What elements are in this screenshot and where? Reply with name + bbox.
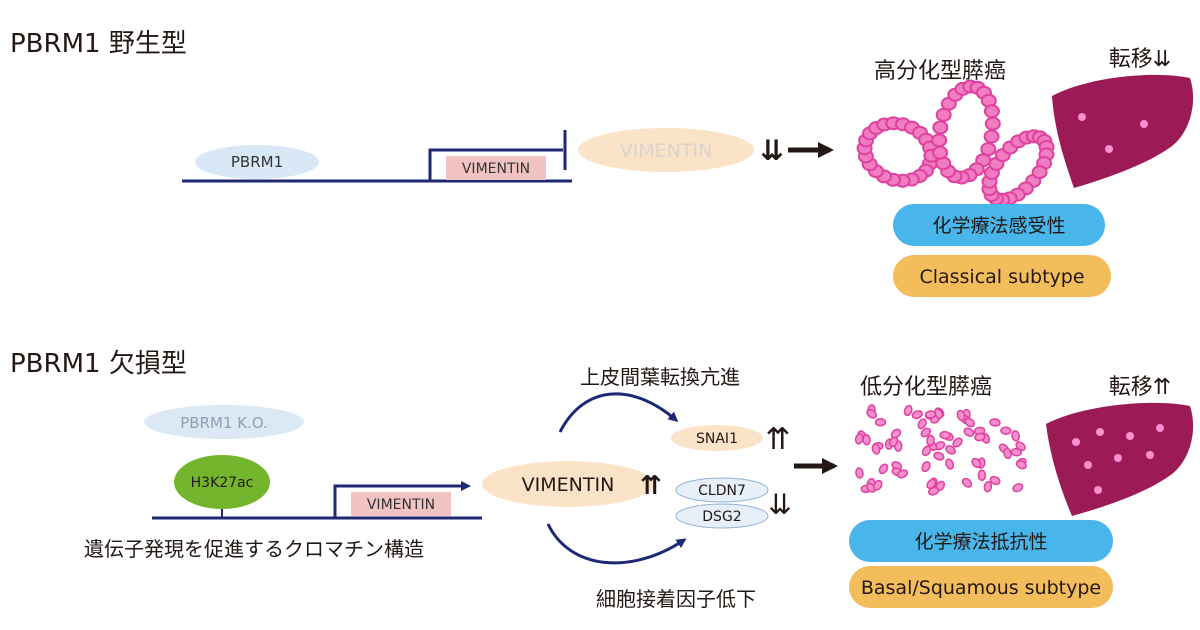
tumor-cell	[871, 443, 881, 455]
tumor-cell	[952, 437, 963, 448]
tumor-cell	[920, 427, 932, 438]
wild-chemo-label: 化学療法感受性	[932, 215, 1065, 237]
wild-vimentin-oval	[578, 128, 754, 172]
tumor-cell	[945, 458, 955, 470]
ko-pbrm1-label: PBRM1 K.O.	[180, 414, 268, 432]
tumor-cell	[989, 475, 1001, 486]
tumor-cell	[878, 463, 889, 475]
tumor-cell	[956, 409, 966, 422]
tumor-cell	[1000, 426, 1012, 435]
tumor-cell	[862, 433, 871, 446]
tumor-cell	[983, 104, 1000, 119]
tumor-cell	[921, 461, 931, 473]
tumor-cell	[977, 469, 987, 482]
tumor-cell	[963, 427, 975, 437]
ko-dsg2-label: DSG2	[702, 509, 741, 525]
tumor-cell	[971, 457, 982, 469]
ko-emt-curve-arrow	[558, 392, 679, 433]
ko-snai1-up-arrows: ⇈	[765, 422, 790, 457]
ko-vimentin-label: VIMENTIN	[522, 474, 615, 496]
ko-snai1-oval	[671, 425, 763, 451]
ko-dsg2-oval	[675, 503, 769, 529]
wild-promoter-bar	[428, 148, 563, 181]
tumor-cell	[903, 404, 913, 417]
tumor-cell	[932, 120, 949, 135]
tumor-cell	[964, 417, 975, 428]
wild-pbrm1-label: PBRM1	[231, 153, 283, 171]
tumor-cell	[855, 467, 864, 479]
tumor-cell	[935, 107, 952, 122]
tumor-cell	[980, 142, 997, 157]
tumor-cell	[931, 133, 948, 148]
ko-cldn7-label: CLDN7	[698, 483, 746, 499]
wild-vimentin-label: VIMENTIN	[620, 140, 713, 162]
wild-gene-box	[446, 156, 546, 180]
ko-tumor-label: 低分化型膵癌	[860, 375, 992, 400]
tumor-cell	[933, 451, 945, 461]
ko-vimentin-up-arrows: ⇈	[640, 471, 662, 501]
ko-gene-box	[351, 492, 451, 516]
tumor-cell	[983, 480, 993, 493]
tumor-cell	[917, 418, 927, 430]
tumor-cell	[926, 434, 935, 447]
ko-h3k27ac-label: H3K27ac	[191, 475, 254, 491]
ko-cldn7-oval	[675, 477, 769, 503]
ko-title: PBRM1 欠損型	[10, 349, 187, 379]
tumor-cell	[874, 417, 887, 427]
tumor-cell	[961, 477, 973, 488]
ko-metastasis-label: 転移⇈	[1109, 375, 1171, 400]
wild-tumor-glands	[856, 79, 1055, 207]
tumor-cell	[1010, 447, 1023, 457]
wild-pbrm1-oval	[195, 145, 319, 179]
wild-chemo-pill	[893, 204, 1105, 246]
ko-snai1-label: SNAI1	[696, 431, 738, 447]
tumor-cell	[890, 428, 902, 439]
ko-liver	[1046, 402, 1194, 516]
tumor-cell	[1012, 483, 1024, 493]
tumor-cell	[921, 445, 932, 457]
ko-adhesion-curve-arrow	[546, 523, 687, 565]
tumor-cell	[1015, 460, 1027, 470]
tumor-cell	[983, 129, 1000, 144]
tumor-cell	[1003, 447, 1012, 460]
ko-vimentin-oval	[482, 461, 654, 507]
tumor-cell	[984, 116, 1001, 131]
tumor-cell	[911, 410, 923, 420]
wild-liver	[1052, 74, 1194, 188]
wild-subtype-pill	[893, 255, 1111, 297]
ko-adhesion-down-arrows: ⇊	[768, 488, 791, 521]
tumor-cell	[989, 418, 1001, 427]
wild-vimentin-down-arrows: ⇊	[760, 134, 783, 167]
wild-subtype-label: Classical subtype	[919, 266, 1084, 288]
ko-pbrm1-oval	[144, 405, 304, 439]
ko-subtype-pill	[849, 566, 1113, 608]
tumor-cell	[926, 478, 937, 490]
ko-chromatin-label: 遺伝子発現を促進するクロマチン構造	[84, 537, 424, 561]
tumor-cell	[873, 479, 883, 491]
tumor-cell	[932, 145, 949, 160]
tumor-cell	[897, 469, 909, 479]
ko-promoter-arrow	[333, 481, 471, 518]
ko-adhesion-label: 細胞接着因子低下	[596, 587, 756, 611]
ko-gene-label: VIMENTIN	[367, 497, 435, 513]
tumor-cell	[945, 445, 956, 455]
ko-h3k27ac-oval	[174, 455, 270, 509]
tumor-cell	[939, 430, 951, 440]
wild-metastasis-label: 転移⇊	[1109, 47, 1171, 72]
ko-emt-label: 上皮間葉転換亢進	[580, 365, 740, 389]
wild-gene-label: VIMENTIN	[462, 161, 530, 177]
tumor-cell	[924, 410, 937, 419]
ko-chemo-label: 化学療法抵抗性	[914, 531, 1047, 553]
wild-tumor-label: 高分化型膵癌	[874, 59, 1006, 84]
tumor-cell	[1011, 430, 1020, 442]
wild-title: PBRM1 野生型	[10, 29, 187, 59]
tumor-cell	[974, 432, 986, 442]
tumor-cell	[1031, 165, 1048, 180]
tumor-cell	[866, 409, 878, 419]
ko-chemo-pill	[849, 520, 1113, 562]
ko-tumor-cells	[854, 404, 1027, 496]
ko-subtype-label: Basal/Squamous subtype	[861, 577, 1101, 599]
